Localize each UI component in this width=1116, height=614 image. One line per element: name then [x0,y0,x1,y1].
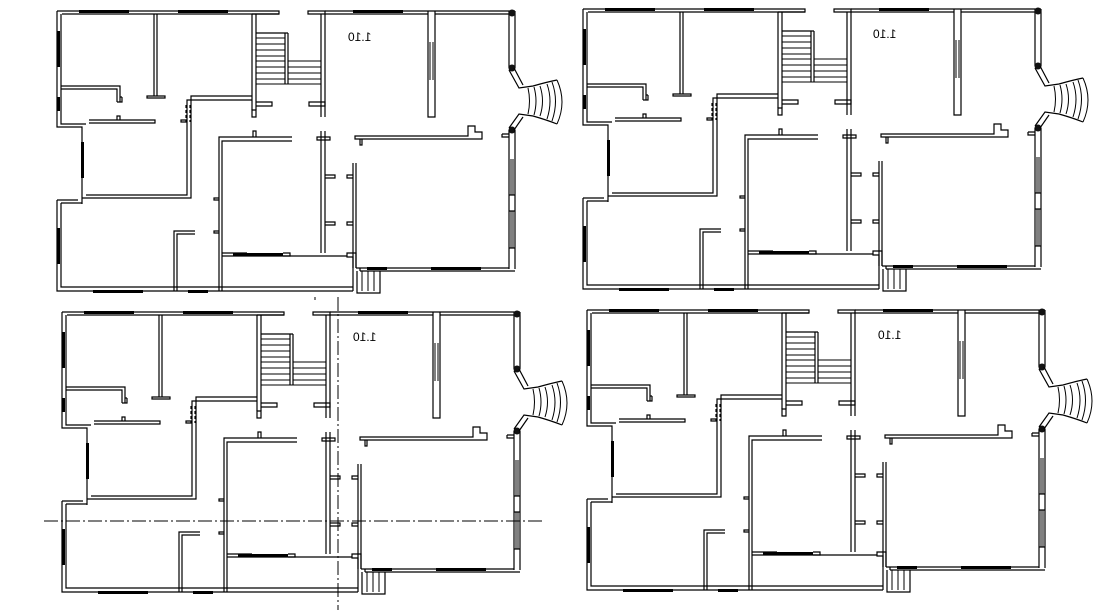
plan-geometry [56,8,563,294]
floor-plan-bottom-right [586,307,1093,593]
level-label-top-left: 1.10 [348,30,372,44]
level-label-bottom-left: 1.10 [353,330,377,344]
floor-plan-bottom-left [61,309,568,595]
floor-plan-top-left [56,8,563,294]
level-label-bottom-right: 1.10 [878,328,902,342]
floor-plan-top-right [582,6,1089,292]
level-label-top-right: 1.10 [873,27,897,41]
plan-geometry [586,307,1093,593]
plan-geometry [61,309,568,595]
plan-geometry [582,6,1089,292]
